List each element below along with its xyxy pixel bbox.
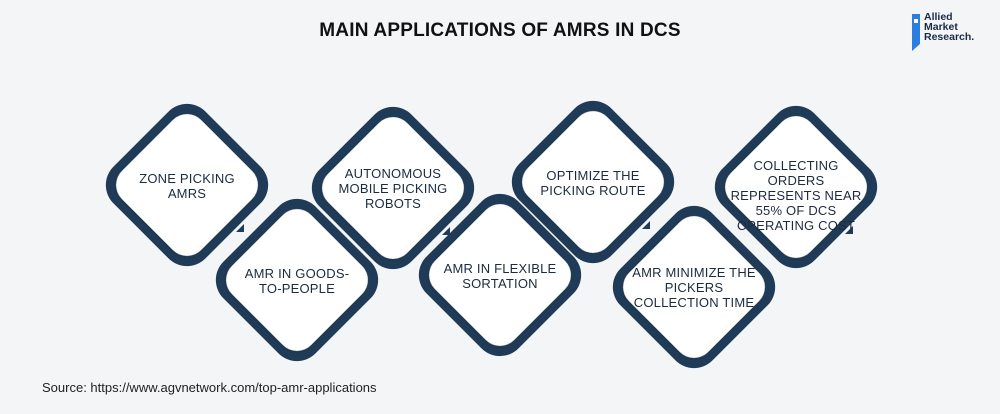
diamond-flexible-sortation	[418, 193, 582, 357]
logo-mark-icon	[912, 14, 920, 44]
diamond-goods-to-people	[215, 198, 379, 362]
logo-line-2: Market	[924, 21, 958, 33]
logo-tail-icon	[912, 44, 920, 51]
diamond-minimize-time	[612, 205, 776, 369]
diamond-autonomous-picking	[311, 106, 475, 270]
page-title: MAIN APPLICATIONS OF AMRS IN DCS	[319, 20, 681, 41]
label-collecting-orders: COLLECTING ORDERS REPRESENTS NEAR 55% OF…	[730, 158, 862, 233]
label-minimize-time: AMR MINIMIZE THE PICKERS COLLECTION TIME	[632, 265, 756, 310]
brand-logo: Allied Market Research.	[912, 12, 992, 54]
diamond-optimize-route	[511, 100, 675, 264]
label-zone-picking: ZONE PICKING AMRS	[139, 171, 235, 201]
logo-line-3: Research.	[924, 31, 975, 43]
label-goods-to-people: AMR IN GOODS-TO-PEOPLE	[244, 266, 350, 296]
source-note: Source: https://www.agvnetwork.com/top-a…	[42, 380, 377, 395]
label-optimize-route: OPTIMIZE THE PICKING ROUTE	[540, 168, 646, 198]
logo-line-1: Allied	[924, 11, 953, 23]
diamond-collecting-orders	[714, 105, 878, 269]
label-flexible-sortation: AMR IN FLEXIBLE SORTATION	[443, 261, 557, 291]
diamond-zone-picking	[105, 103, 269, 267]
label-autonomous-picking: AUTONOMOUS MOBILE PICKING ROBOTS	[338, 166, 448, 211]
